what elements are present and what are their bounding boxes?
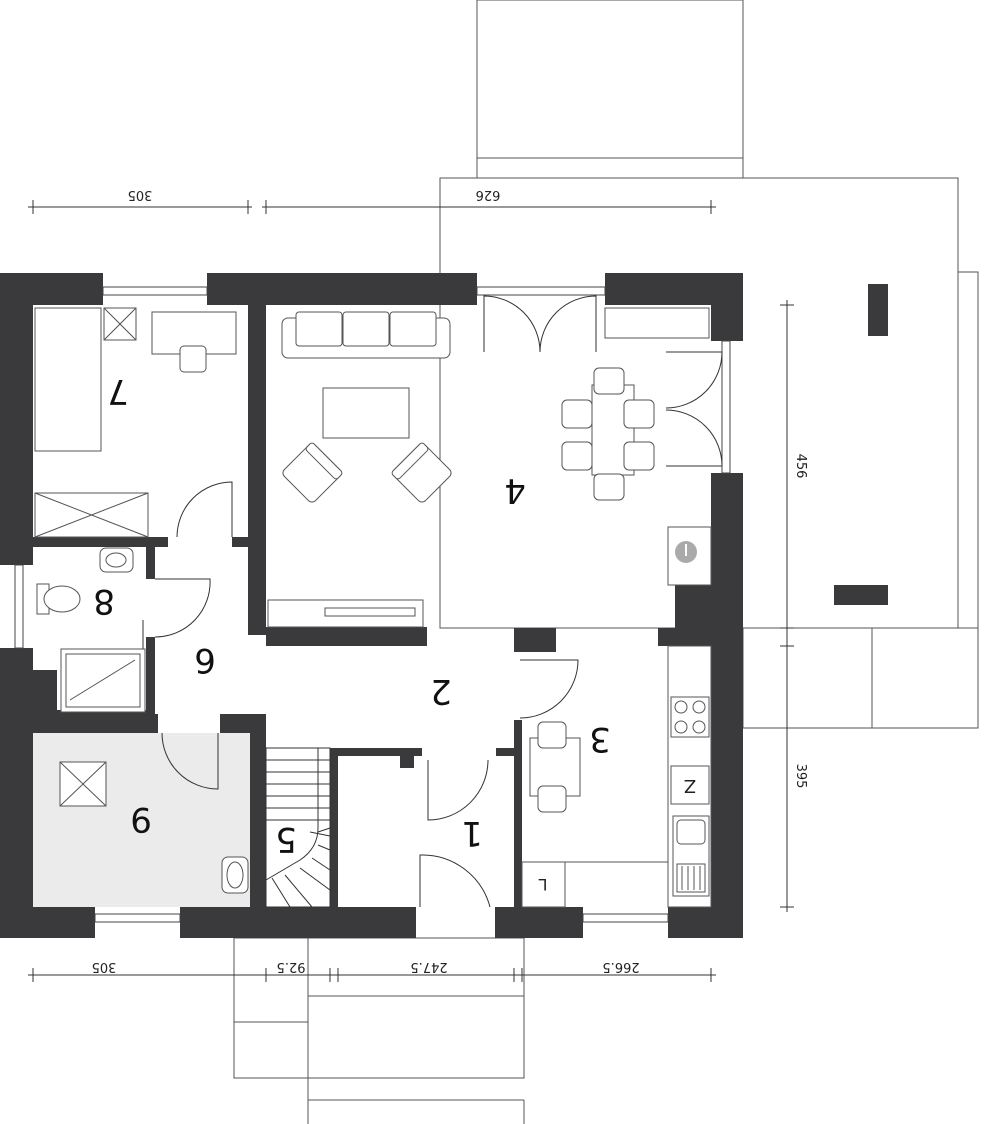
room-7-furniture	[34, 307, 237, 538]
room-4-label: 4	[504, 470, 526, 510]
dimension-lines	[28, 200, 794, 982]
room-8-label: 8	[93, 581, 115, 621]
room-labels: 1 2 3 4 5 6 7 8 9	[93, 371, 611, 859]
interior-walls	[33, 305, 711, 907]
dining-table	[561, 367, 655, 501]
fireplace	[667, 526, 712, 586]
room-5-label: 5	[275, 819, 297, 859]
living-furniture	[267, 307, 710, 628]
room-3-label: 3	[589, 719, 611, 759]
dim-bottom-1: 305	[92, 959, 117, 974]
kitchen-marks: Z L	[538, 775, 696, 894]
exterior-walls	[0, 273, 743, 938]
stairs	[265, 747, 331, 908]
dim-bottom-4: 266.5	[602, 959, 639, 974]
dim-top-right: 626	[476, 187, 501, 202]
doors	[142, 295, 723, 908]
room-6-label: 6	[194, 640, 216, 680]
kitchen	[521, 645, 712, 908]
fridge-mark: Z	[684, 775, 696, 796]
cabinet-mark: L	[538, 875, 547, 894]
room-7-label: 7	[107, 371, 129, 411]
dimension-labels: 305 626 305 92.5 247.5 266.5 456 395	[92, 187, 808, 974]
dim-bottom-2: 92.5	[277, 959, 306, 974]
dim-right-upper: 456	[793, 454, 808, 479]
dim-top-left: 305	[128, 187, 153, 202]
room-2-label: 2	[430, 671, 452, 711]
room-8-fixtures	[36, 547, 146, 713]
room-9-label: 9	[130, 799, 152, 839]
room-9-fixtures	[59, 761, 249, 894]
room-1-label: 1	[461, 813, 483, 853]
windows	[14, 286, 731, 923]
dim-bottom-3: 247.5	[410, 959, 447, 974]
dim-right-lower: 395	[793, 764, 808, 789]
